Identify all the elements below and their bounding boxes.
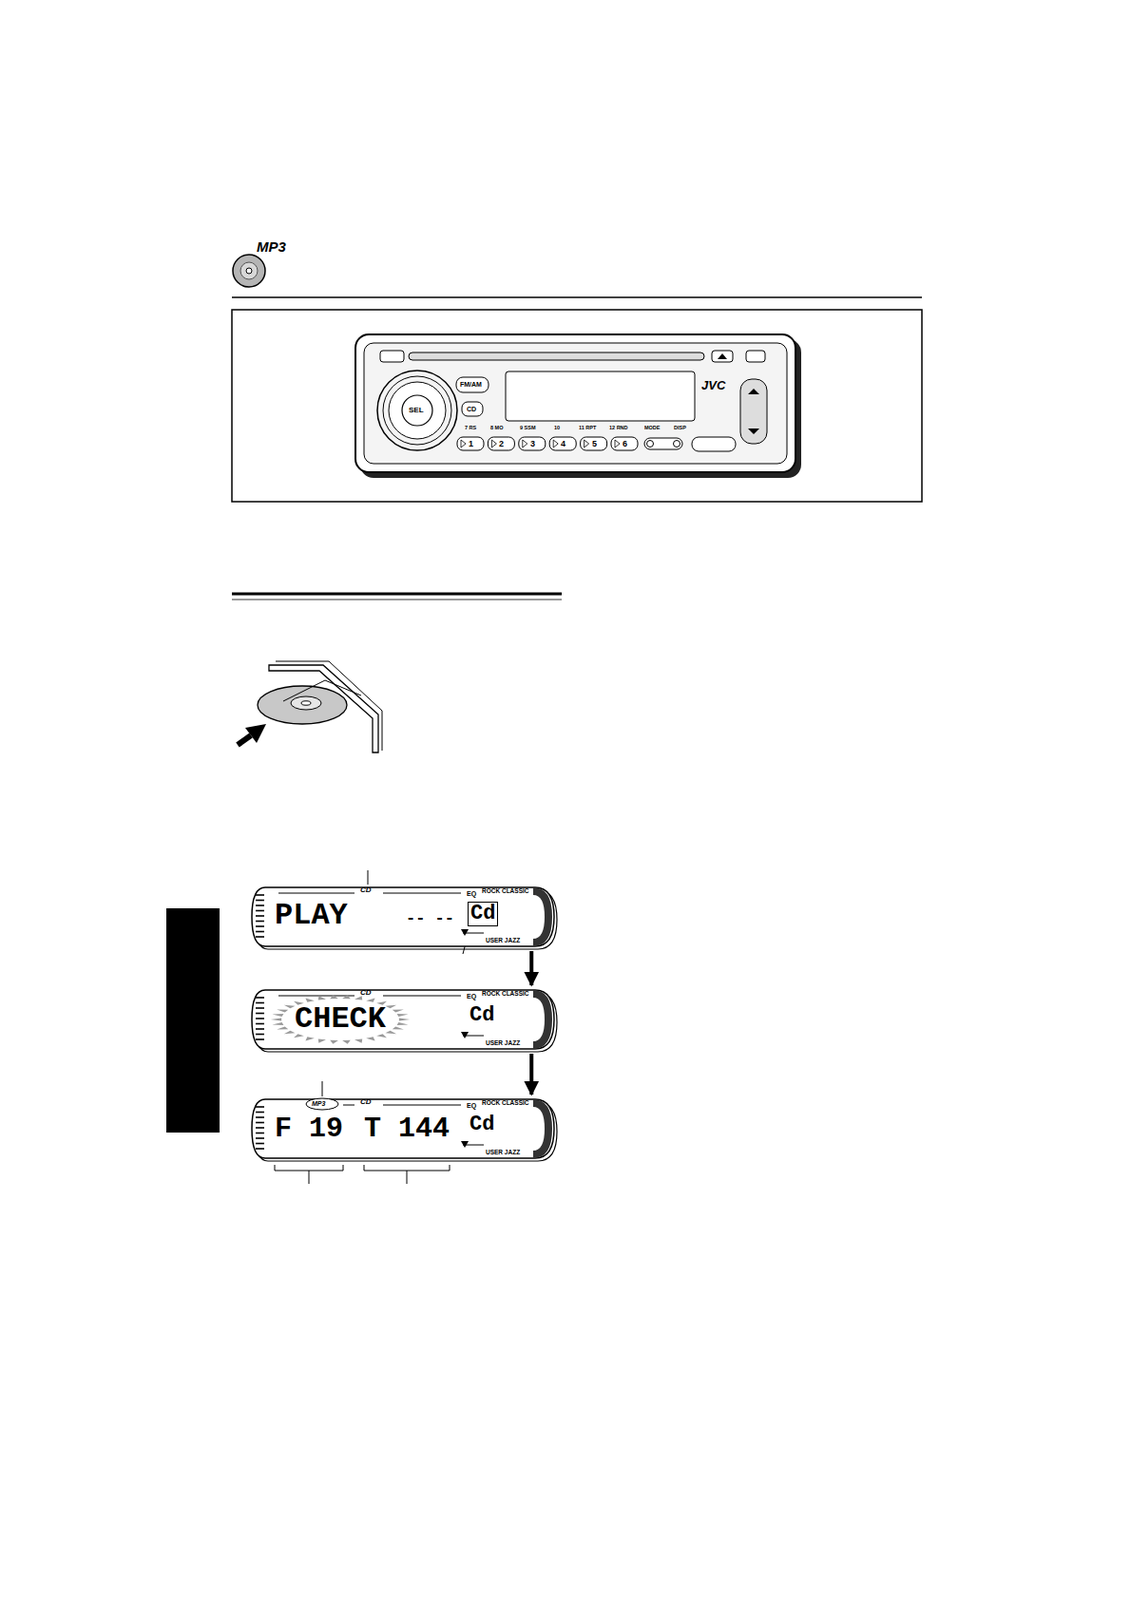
display-text: ROCK CLASSIC [481,991,529,998]
button-label: 9 SSM [519,425,537,432]
mp3-disc-icon [232,254,266,288]
display-text: Cd [469,1114,495,1136]
faceplate-outline [354,333,802,479]
button-label: 8 MO [490,425,503,432]
lcd-display: MP3 CD F 19 T 144 Cd EQ ROCK CLASSIC USER JAZZ [249,1097,556,1161]
button-label: 10 [554,425,560,432]
display-text: Cd [467,901,499,927]
display-text: ROCK CLASSIC [481,1100,529,1108]
display-text: USER JAZZ [485,1150,520,1157]
button-label: 6 [622,440,628,449]
lcd-display: CD CHECK Cd EQ ROCK CLASSIC USER JAZZ [249,988,556,1052]
display-text: CD [360,989,372,997]
button-label: 7 RS [464,425,477,432]
button-label: 12 RND [609,425,629,432]
button-label: 5 [592,440,597,449]
button-label: JVC [701,379,726,392]
flow-arrow [529,951,534,986]
disc-insertion-illustration [237,661,383,753]
flow-arrow [529,1054,534,1095]
display-text: EQ [466,993,477,1000]
display-text: EQ [466,890,477,898]
button-label: 3 [530,440,536,449]
button-label: FM/AM [460,381,482,388]
button-label: 11 RPT [578,425,596,432]
button-label: DISP [673,425,687,432]
section-icon-label: MP3 [256,239,287,254]
button-label: MODE [644,425,661,432]
display-text: F 19 [274,1114,344,1144]
display-text: -- -- [405,910,455,927]
display-text: T 144 [364,1114,450,1144]
display-text: CD [360,886,372,895]
display-text: USER JAZZ [485,1040,520,1048]
display-text: EQ [466,1102,477,1110]
display-text: PLAY [274,900,348,932]
section-tab [166,908,220,1133]
lcd-display: CD PLAY -- -- Cd EQ ROCK CLASSIC USER JAZZ [249,885,556,949]
display-text: CHECK [294,1004,386,1036]
display-text: USER JAZZ [485,938,520,945]
section-rule [231,599,562,601]
section-rule [231,593,562,596]
display-text: Cd [469,1005,495,1027]
display-text: MP3 [311,1100,326,1108]
button-label: SEL [408,406,424,415]
button-label: CD [466,405,477,413]
display-text: CD [360,1098,372,1107]
button-label: 4 [560,440,566,449]
display-text: ROCK CLASSIC [481,888,529,896]
button-label: 1 [468,440,474,449]
header-rule [231,296,922,299]
car-stereo-faceplate: FM/AM CD SEL JVC 1 2 3 4 5 6 7 RS 8 MO 9 SSM 10 11 RPT… [354,333,802,479]
button-label: 2 [498,440,504,449]
figure-frame [231,309,922,502]
